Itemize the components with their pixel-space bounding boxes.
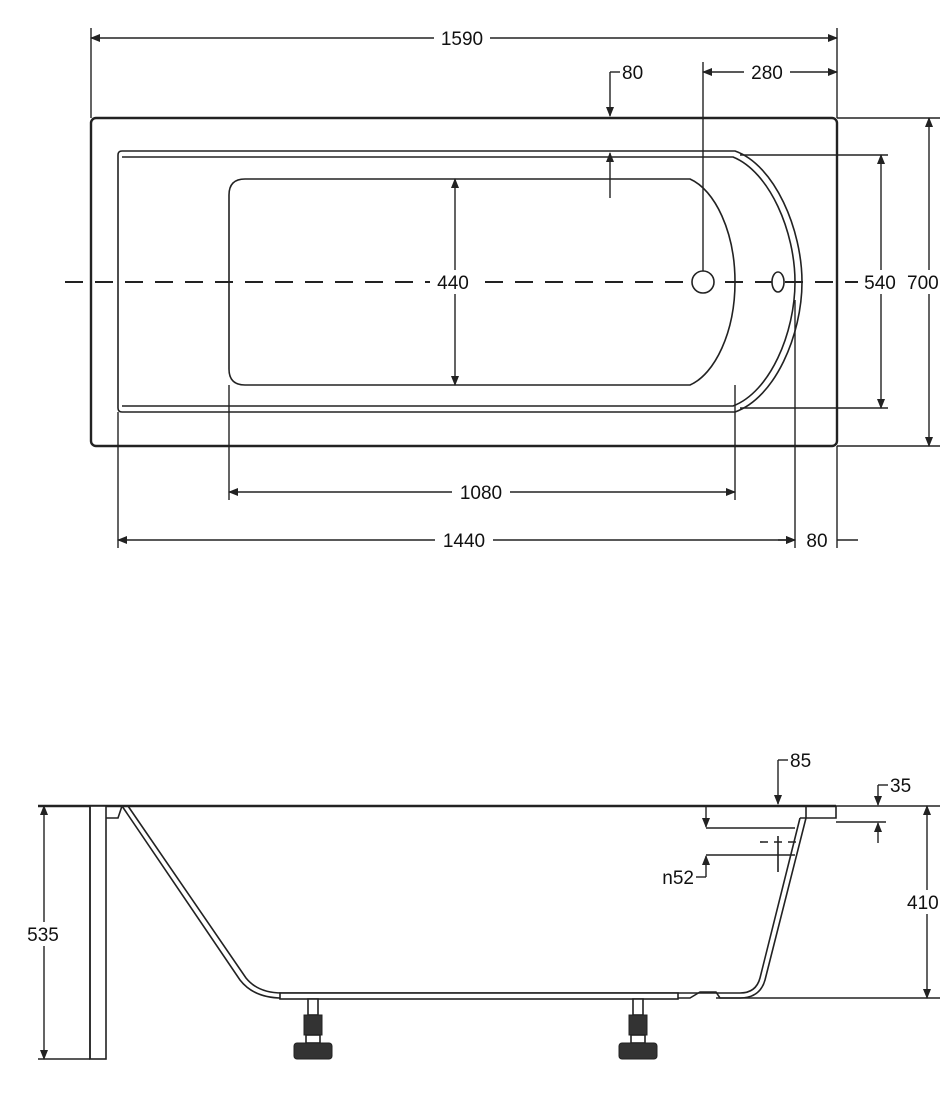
side-view: 535 85 35 n52 410 xyxy=(22,751,940,1060)
top-view: 1590 80 280 440 540 700 1080 xyxy=(65,26,940,552)
dim-end-rim: 80 xyxy=(806,531,827,552)
bottom-flat-area xyxy=(228,178,736,386)
dim-inner-width: 540 xyxy=(864,273,896,294)
outer-rim-outline xyxy=(89,116,839,448)
dim-total-height: 535 xyxy=(27,925,59,946)
drain-circle xyxy=(691,270,715,294)
dim-tub-depth: 410 xyxy=(907,893,939,914)
dim-overflow-diameter: n52 xyxy=(662,868,694,889)
dim-overall-width: 700 xyxy=(907,273,939,294)
dim-overall-length: 1590 xyxy=(441,29,483,50)
overflow-oval xyxy=(771,271,785,293)
inner-basin-outline xyxy=(117,150,803,413)
dim-rim-width: 80 xyxy=(622,63,643,84)
dim-lip-height: 35 xyxy=(890,776,911,797)
support-foot-right xyxy=(618,998,658,1060)
dim-inner-length: 1440 xyxy=(443,531,485,552)
dim-bottom-length: 1080 xyxy=(460,483,502,504)
dim-rim-depth: 85 xyxy=(790,751,811,772)
dim-bottom-width: 440 xyxy=(437,273,469,294)
dim-drain-offset: 280 xyxy=(751,63,783,84)
front-panel xyxy=(89,805,107,1060)
tub-body-profile xyxy=(121,805,807,999)
base-plate xyxy=(279,992,679,1000)
support-foot-left xyxy=(293,998,333,1060)
